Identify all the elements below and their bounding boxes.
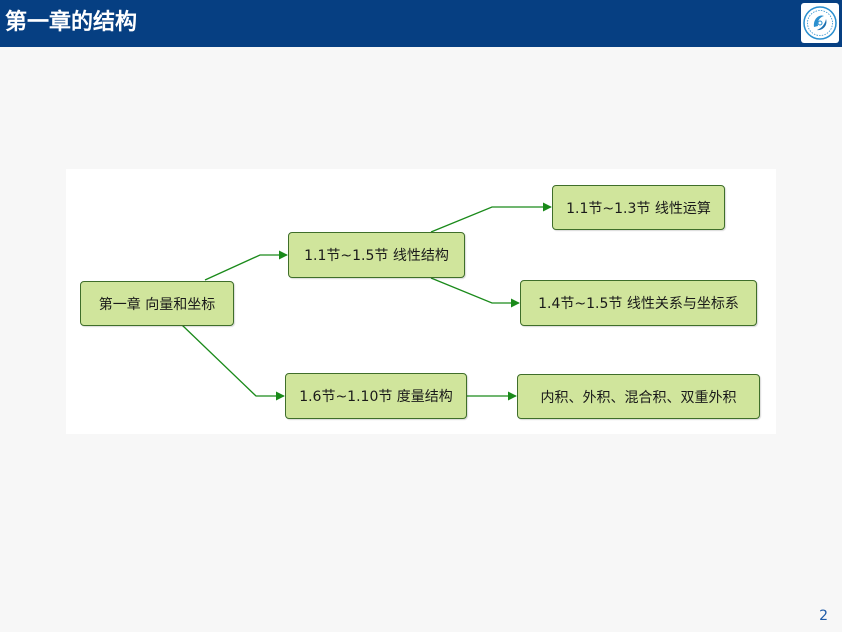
connector-root-to-linear [204,250,288,281]
connector-lines [181,202,552,401]
connector-linear-to-operations [430,202,552,233]
node-metric-structure: 1.6节~1.10节 度量结构 [285,373,467,419]
node-linear-operations-label: 1.1节~1.3节 线性运算 [566,200,711,217]
node-linear-relations-label: 1.4节~1.5节 线性关系与坐标系 [538,296,739,312]
connector-root-to-metric [181,324,285,401]
node-linear-operations: 1.1节~1.3节 线性运算 [552,185,725,230]
node-linear-structure-label: 1.1节~1.5节 线性结构 [304,248,449,264]
slide-title: 第一章的结构 [5,10,138,35]
node-linear-structure: 1.1节~1.5节 线性结构 [288,232,465,278]
node-products: 内积、外积、混合积、双重外积 [517,374,760,419]
title-bar: 第一章的结构 [0,0,842,47]
node-metric-structure-label: 1.6节~1.10节 度量结构 [299,389,453,405]
university-logo [801,3,839,43]
page-number: 2 [819,608,828,624]
structure-diagram: 第一章 向量和坐标 1.1节~1.5节 线性结构 1.6节~1.10节 度量结构… [66,169,776,434]
node-root: 第一章 向量和坐标 [80,281,234,326]
connector-linear-to-relations [430,277,520,308]
node-linear-relations: 1.4节~1.5节 线性关系与坐标系 [520,280,757,326]
node-products-label: 内积、外积、混合积、双重外积 [540,389,737,406]
logo-emblem-icon [803,6,837,40]
node-root-label: 第一章 向量和坐标 [98,296,216,313]
